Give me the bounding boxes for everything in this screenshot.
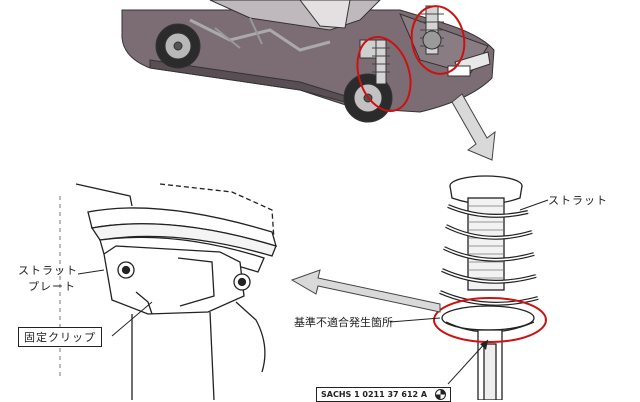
label-strut-plate-line1: ストラット [18,264,78,277]
bmw-roundel-icon [435,389,447,400]
label-fixing-clip: 固定クリップ [18,327,102,347]
leader-strut-plate [77,269,105,275]
detail-illustration [59,183,277,400]
highlight-circle-left-strut [356,36,412,112]
highlight-circle-spring-seat [433,297,547,343]
arrow-strut-to-detail [290,269,441,313]
leader-strut [519,199,549,211]
leader-part-number [447,339,489,385]
label-part-number: SACHS 1 0211 37 612 A [321,390,428,399]
highlight-circle-right-strut [410,5,466,75]
bolt-left [117,261,135,279]
label-strut-plate-line2: プレート [28,280,76,293]
leader-fixing-clip [111,301,153,337]
bolt-right [233,273,251,291]
car-illustration [121,0,495,123]
highlight-circles-car [356,5,466,112]
leader-defect [389,317,441,323]
arrow-car-to-strut [451,93,496,161]
label-strut: ストラット [548,194,608,207]
strut-illustration [439,175,539,400]
label-defect-location: 基準不適合発生箇所 [294,316,393,329]
